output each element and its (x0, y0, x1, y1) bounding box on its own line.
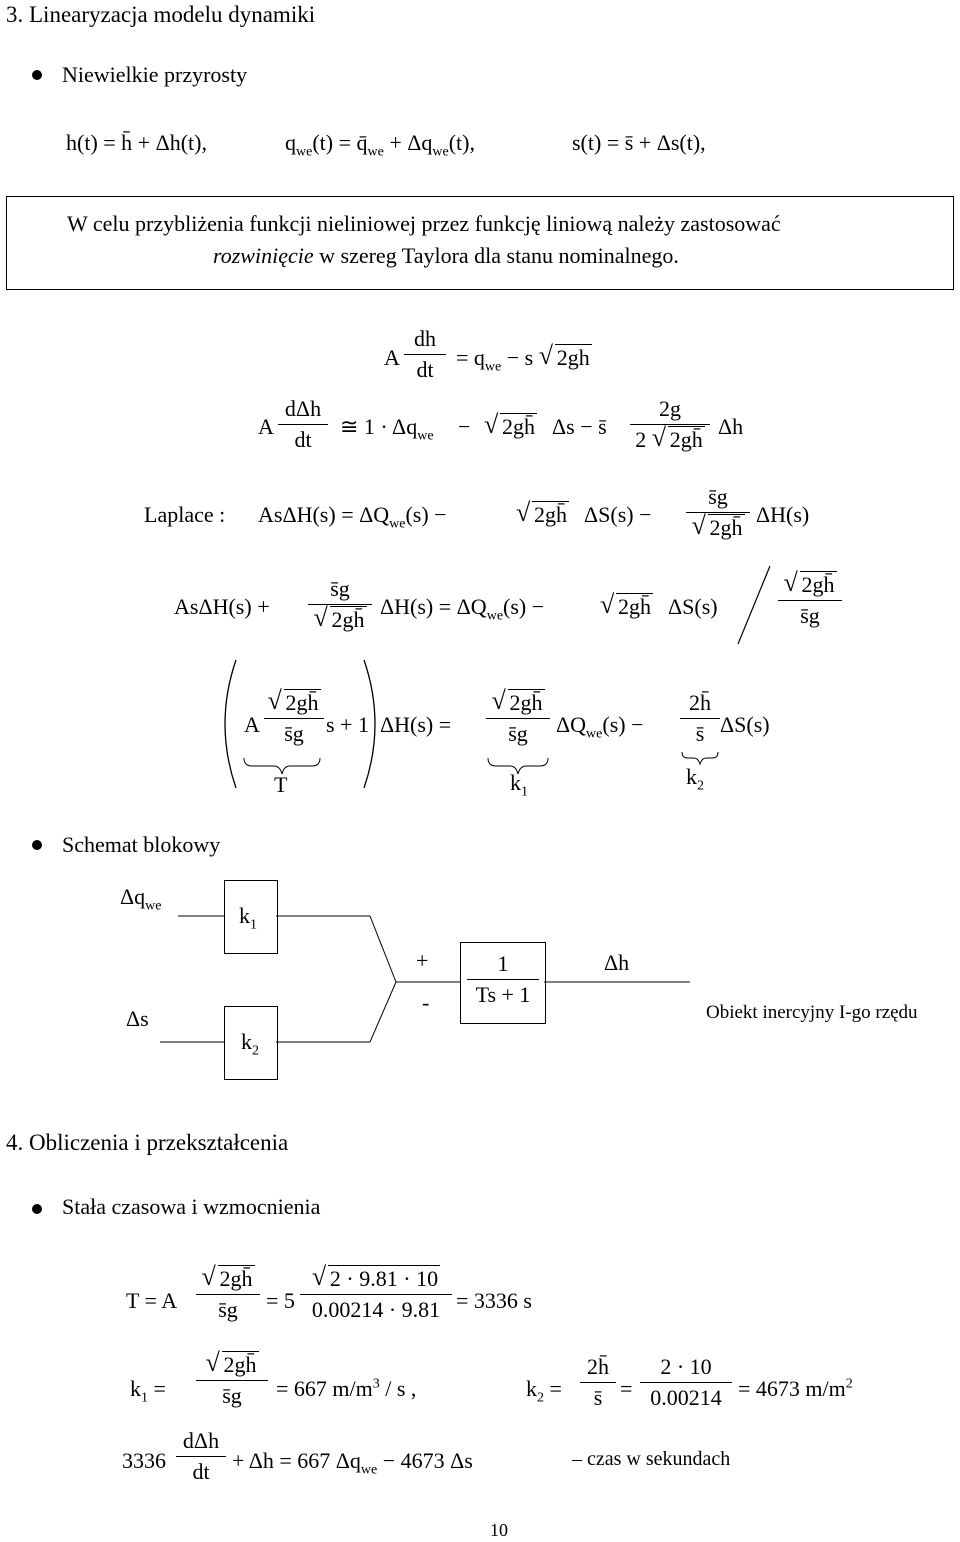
note-box: W celu przybliżenia funkcji nieliniowej … (6, 196, 954, 290)
eq5-Q: ΔQwe(s) − (556, 712, 644, 742)
section-3-title: 3. Linearyzacja modelu dynamiki (6, 2, 316, 27)
eq4-root: 2gh̄ (600, 593, 653, 620)
laplace-root: 2gh̄ (516, 501, 569, 528)
block-k1: k1 (224, 880, 278, 954)
T-eq: = 5 (266, 1288, 295, 1313)
eq2-minus: − (458, 414, 471, 439)
section-4-title: 4. Obliczenia i przekształcenia (6, 1130, 289, 1155)
eq1-rhs: = qwe − s 2gh (456, 344, 592, 375)
final-rest: + Δh = 667 Δqwe − 4673 Δs (232, 1448, 473, 1478)
T-lhs: T = A (126, 1288, 178, 1313)
diagram-object-label: Obiekt inercyjny I-go rzędu (706, 1002, 918, 1023)
eq2-A: A (258, 414, 274, 439)
eq4-multiplier: 2gh̄s̄g (778, 571, 842, 629)
eq4-frac: s̄g2gh̄ (308, 576, 372, 633)
diagram-input-ds: Δs (126, 1006, 149, 1031)
sum-plus: + (416, 948, 429, 973)
diagram-output-dh: Δh (604, 950, 630, 975)
eq4-lhs: AsΔH(s) + (174, 594, 270, 619)
sum-minus: - (422, 990, 430, 1015)
k2-lhs: k2 = (526, 1376, 562, 1406)
eq5-frac1: 2gh̄s̄g (264, 689, 324, 747)
k2-eq2: = (620, 1376, 633, 1401)
final-coef: 3336 (122, 1448, 166, 1473)
laplace-lhs: AsΔH(s) = ΔQwe(s) − (258, 502, 447, 532)
k1-frac: 2gh̄s̄g (196, 1351, 268, 1409)
final-comment: – czas w sekundach (572, 1448, 731, 1470)
eq5-s1: s + 1 (326, 712, 369, 737)
eq4-mid: ΔH(s) = ΔQwe(s) − (380, 594, 545, 624)
bullet-block-diagram: Schemat blokowy (62, 832, 221, 857)
eq5-S: ΔS(s) (720, 712, 770, 737)
eq5-H: ΔH(s) = (380, 712, 452, 737)
laplace-frac: s̄g2gh̄ (686, 484, 750, 541)
note-line-2: rozwinięcie w szereg Taylora dla stanu n… (213, 243, 679, 268)
k2-result: = 4673 m/m2 (738, 1376, 853, 1401)
k1-result: = 667 m/m3 / s , (276, 1376, 417, 1401)
note-line-1: W celu przybliżenia funkcji nieliniowej … (67, 211, 781, 236)
T-frac1: 2gh̄s̄g (196, 1265, 260, 1323)
eq5-T-label: T (274, 772, 288, 797)
T-result: = 3336 s (456, 1288, 532, 1313)
h-increment: h(t) = h̄ + Δh(t), (66, 130, 207, 155)
diagram-input-dq: Δqwe (120, 884, 162, 914)
bullet-dot (32, 1204, 42, 1214)
eq2-ds: Δs − s̄ (552, 414, 607, 439)
eq2-frac2: 2g2 2gh̄ (630, 396, 710, 453)
bullet-increments: Niewielkie przyrosty (62, 62, 248, 87)
T-frac2: 2 · 9.81 · 100.00214 · 9.81 (300, 1265, 452, 1323)
q-increment: qwe(t) = q̄we + Δqwe(t), (285, 130, 475, 160)
laplace-ss: ΔS(s) − (584, 502, 652, 527)
bullet-time-constant: Stała czasowa i wzmocnienia (62, 1194, 321, 1219)
eq2-root: 2gh̄ (484, 413, 537, 440)
eq5-k1-label: k1 (510, 770, 528, 800)
bullet-dot (32, 70, 42, 80)
k2-frac1: 2h̄s̄ (580, 1354, 616, 1411)
block-k2: k2 (224, 1006, 278, 1080)
eq5-k2-label: k2 (686, 764, 704, 794)
eq5-frac2: 2gh̄s̄g (486, 689, 550, 747)
page-number: 10 (490, 1520, 508, 1540)
eq2-rhs: ≅ 1 · Δqwe (340, 414, 434, 444)
eq4-ss: ΔS(s) (668, 594, 718, 619)
k1-lhs: k1 = (130, 1376, 166, 1406)
eq1-A: A (384, 345, 400, 370)
eq5-A: A (244, 712, 260, 737)
laplace-end: ΔH(s) (756, 502, 810, 527)
bullet-dot (32, 840, 42, 850)
s-increment: s(t) = s̄ + Δs(t), (572, 130, 706, 155)
laplace-label: Laplace : (144, 502, 226, 527)
eq2-dh: Δh (718, 414, 744, 439)
eq5-frac3: 2h̄s̄ (680, 690, 720, 747)
